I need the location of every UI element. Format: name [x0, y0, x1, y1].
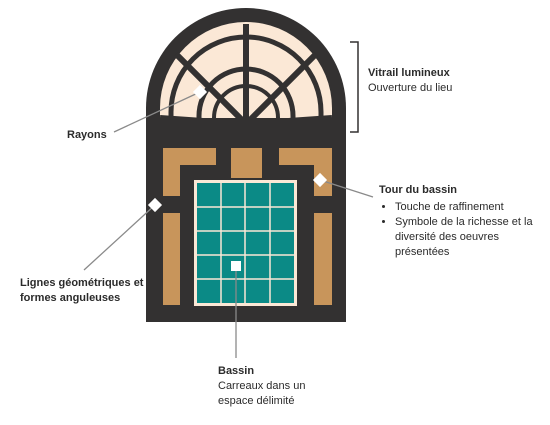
callout-lignes-title: Lignes géométriques et formes anguleuses — [20, 277, 144, 304]
bassin-marker — [231, 261, 241, 271]
tour-marker — [312, 172, 328, 188]
lignes-marker — [147, 197, 163, 213]
callout-tour: Tour du bassin Touche de raffinement Sym… — [379, 183, 539, 260]
callout-bassin-title: Bassin — [218, 365, 255, 377]
callout-lignes: Lignes géométriques et formes anguleuses — [20, 276, 160, 306]
arched-window — [146, 8, 346, 132]
callout-bassin: Bassin Carreaux dans un espace délimité — [218, 364, 328, 409]
callout-tour-bullet: Symbole de la richesse et la diversité d… — [395, 215, 539, 260]
callout-tour-bullets: Touche de raffinement Symbole de la rich… — [379, 200, 539, 260]
tour-line — [319, 179, 374, 198]
vitrail-bracket — [350, 41, 359, 133]
pool — [194, 180, 297, 306]
callout-vitrail-title: Vitrail lumineux — [368, 67, 450, 79]
callout-vitrail-subtitle: Ouverture du lieu — [368, 82, 453, 94]
callout-bassin-subtitle: Carreaux dans un espace délimité — [218, 380, 306, 407]
lignes-line — [83, 204, 156, 271]
geometric-panels — [163, 148, 332, 305]
callout-rayons: Rayons — [67, 128, 107, 143]
window-body — [146, 132, 346, 322]
callout-tour-title: Tour du bassin — [379, 184, 458, 196]
callout-rayons-title: Rayons — [67, 129, 107, 141]
rayons-line — [113, 91, 201, 133]
callout-vitrail: Vitrail lumineux Ouverture du lieu — [368, 66, 452, 96]
callout-tour-bullet: Touche de raffinement — [395, 200, 539, 215]
callout-lines — [83, 41, 374, 358]
